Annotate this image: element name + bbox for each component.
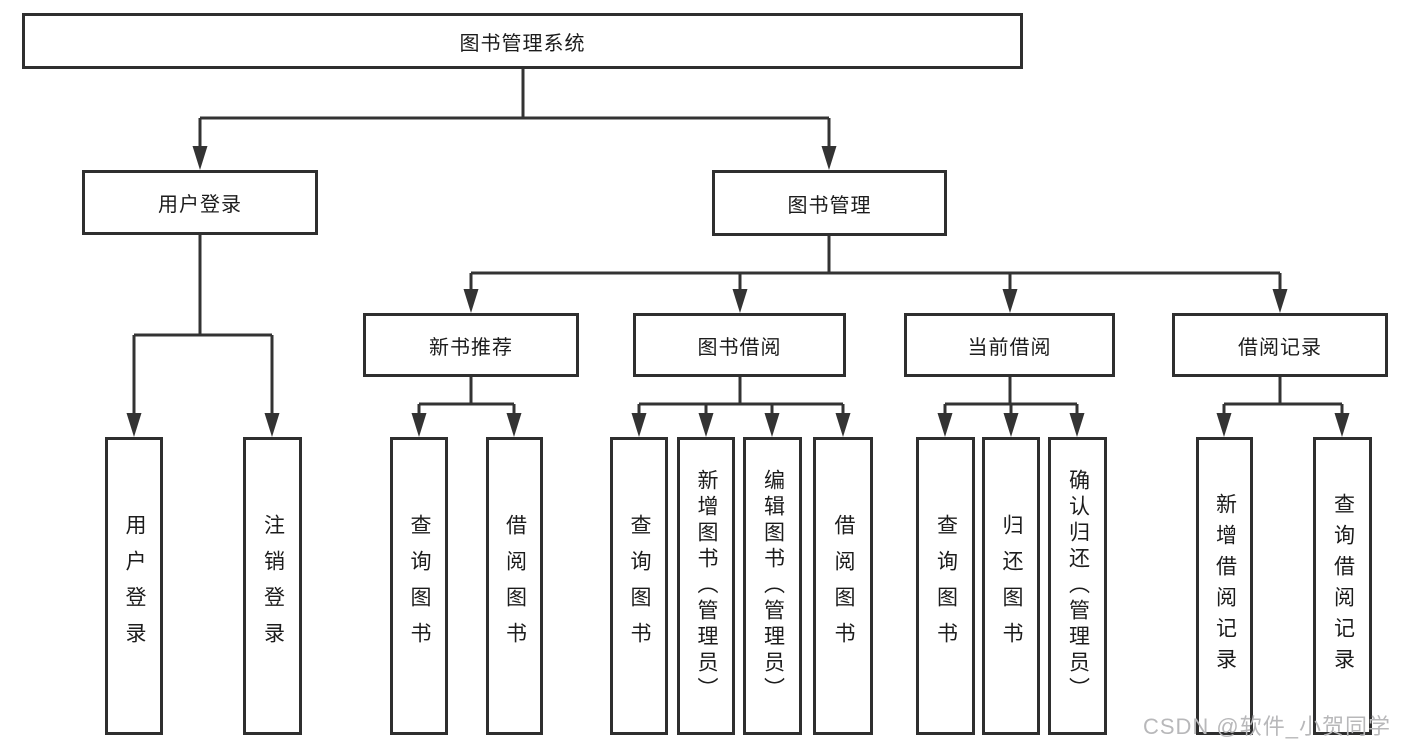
- leaf-record-query-label: 查询借阅记录: [1331, 493, 1355, 679]
- leaf-borrow-add: 新增图书（管理员）: [677, 437, 735, 735]
- arrowhead-icon: [1002, 289, 1018, 313]
- connector-line: [945, 377, 1077, 406]
- node-current-borrow: 当前借阅: [904, 313, 1115, 377]
- node-user-login-label: 用户登录: [158, 194, 242, 216]
- leaf-borrow-query: 查询图书: [610, 437, 668, 735]
- node-book-mgmt-label: 图书管理: [787, 194, 872, 217]
- arrowhead-icon: [732, 289, 748, 313]
- leaf-confirm-return: 确认归还（管理员）: [1048, 437, 1107, 735]
- arrow-connector: [937, 404, 953, 437]
- watermark: CSDN @软件_小贺同学: [1142, 714, 1391, 739]
- arrow-connector: [835, 404, 851, 437]
- leaf-confirm-return-label: 确认归还（管理员）: [1066, 469, 1090, 703]
- arrowhead-icon: [631, 413, 647, 437]
- leaf-current-query-label: 查询图书: [934, 514, 958, 658]
- arrowhead-icon: [126, 413, 142, 437]
- leaf-user-login: 用户登录: [105, 437, 163, 735]
- node-user-login: 用户登录: [82, 170, 318, 235]
- arrow-connector: [631, 404, 647, 437]
- node-borrow-records: 借阅记录: [1172, 313, 1388, 377]
- arrow-connector: [1272, 273, 1288, 313]
- leaf-return-book-label: 归还图书: [1000, 514, 1023, 658]
- node-root: 图书管理系统: [22, 13, 1023, 69]
- leaf-borrow-edit: 编辑图书（管理员）: [743, 437, 802, 735]
- node-new-books: 新书推荐: [363, 313, 579, 377]
- arrow-connector: [1216, 404, 1232, 437]
- arrowhead-icon: [1069, 413, 1085, 437]
- leaf-borrow-book-label: 借阅图书: [832, 514, 855, 658]
- arrowhead-icon: [764, 413, 780, 437]
- arrowhead-icon: [411, 413, 427, 437]
- leaf-return-book: 归还图书: [982, 437, 1040, 735]
- node-borrow-records-label: 借阅记录: [1238, 336, 1322, 359]
- leaf-borrow-edit-label: 编辑图书（管理员）: [761, 469, 785, 703]
- arrow-connector: [1334, 404, 1350, 437]
- arrow-connector: [821, 118, 837, 170]
- connector-line: [471, 236, 1280, 275]
- arrow-connector: [698, 404, 714, 437]
- node-new-books-label: 新书推荐: [429, 336, 513, 359]
- arrow-connector: [463, 273, 479, 313]
- connector-line: [639, 377, 843, 406]
- arrowhead-icon: [1003, 413, 1019, 437]
- leaf-logout: 注销登录: [243, 437, 302, 735]
- arrowhead-icon: [698, 413, 714, 437]
- leaf-newbooks-query-label: 查询图书: [408, 514, 431, 658]
- arrowhead-icon: [1272, 289, 1288, 313]
- arrowhead-icon: [835, 413, 851, 437]
- arrowhead-icon: [1334, 413, 1350, 437]
- arrowhead-icon: [463, 289, 479, 313]
- connector-line: [419, 377, 514, 406]
- arrow-connector: [264, 335, 280, 437]
- arrowhead-icon: [937, 413, 953, 437]
- connector-line: [134, 235, 272, 337]
- leaf-newbooks-borrow-label: 借阅图书: [503, 514, 527, 658]
- arrowhead-icon: [1216, 413, 1232, 437]
- leaf-borrow-add-label: 新增图书（管理员）: [695, 469, 718, 703]
- leaf-record-query: 查询借阅记录: [1313, 437, 1372, 735]
- leaf-borrow-query-label: 查询图书: [628, 514, 651, 658]
- leaf-newbooks-borrow: 借阅图书: [486, 437, 543, 735]
- arrow-connector: [1003, 404, 1019, 437]
- node-current-borrow-label: 当前借阅: [967, 336, 1052, 359]
- connector-line: [1224, 377, 1342, 406]
- leaf-record-add-label: 新增借阅记录: [1213, 493, 1237, 679]
- connector-line: [200, 69, 829, 120]
- arrow-connector: [506, 404, 522, 437]
- arrow-connector: [764, 404, 780, 437]
- arrowhead-icon: [264, 413, 280, 437]
- node-book-mgmt: 图书管理: [712, 170, 947, 236]
- node-book-borrow-label: 图书借阅: [697, 336, 782, 359]
- leaf-current-query: 查询图书: [916, 437, 975, 735]
- leaf-user-login-label: 用户登录: [123, 514, 146, 658]
- leaf-newbooks-query: 查询图书: [390, 437, 448, 735]
- arrowhead-icon: [821, 146, 837, 170]
- leaf-logout-label: 注销登录: [261, 514, 285, 658]
- arrow-connector: [1002, 273, 1018, 313]
- node-root-label: 图书管理系统: [459, 32, 586, 55]
- arrow-connector: [192, 118, 208, 170]
- leaf-record-add: 新增借阅记录: [1196, 437, 1253, 735]
- node-book-borrow: 图书借阅: [633, 313, 846, 377]
- arrow-connector: [1069, 404, 1085, 437]
- arrowhead-icon: [192, 146, 208, 170]
- arrowhead-icon: [506, 413, 522, 437]
- arrow-connector: [732, 273, 748, 313]
- arrow-connector: [411, 404, 427, 437]
- arrow-connector: [126, 335, 142, 437]
- leaf-borrow-book: 借阅图书: [813, 437, 873, 735]
